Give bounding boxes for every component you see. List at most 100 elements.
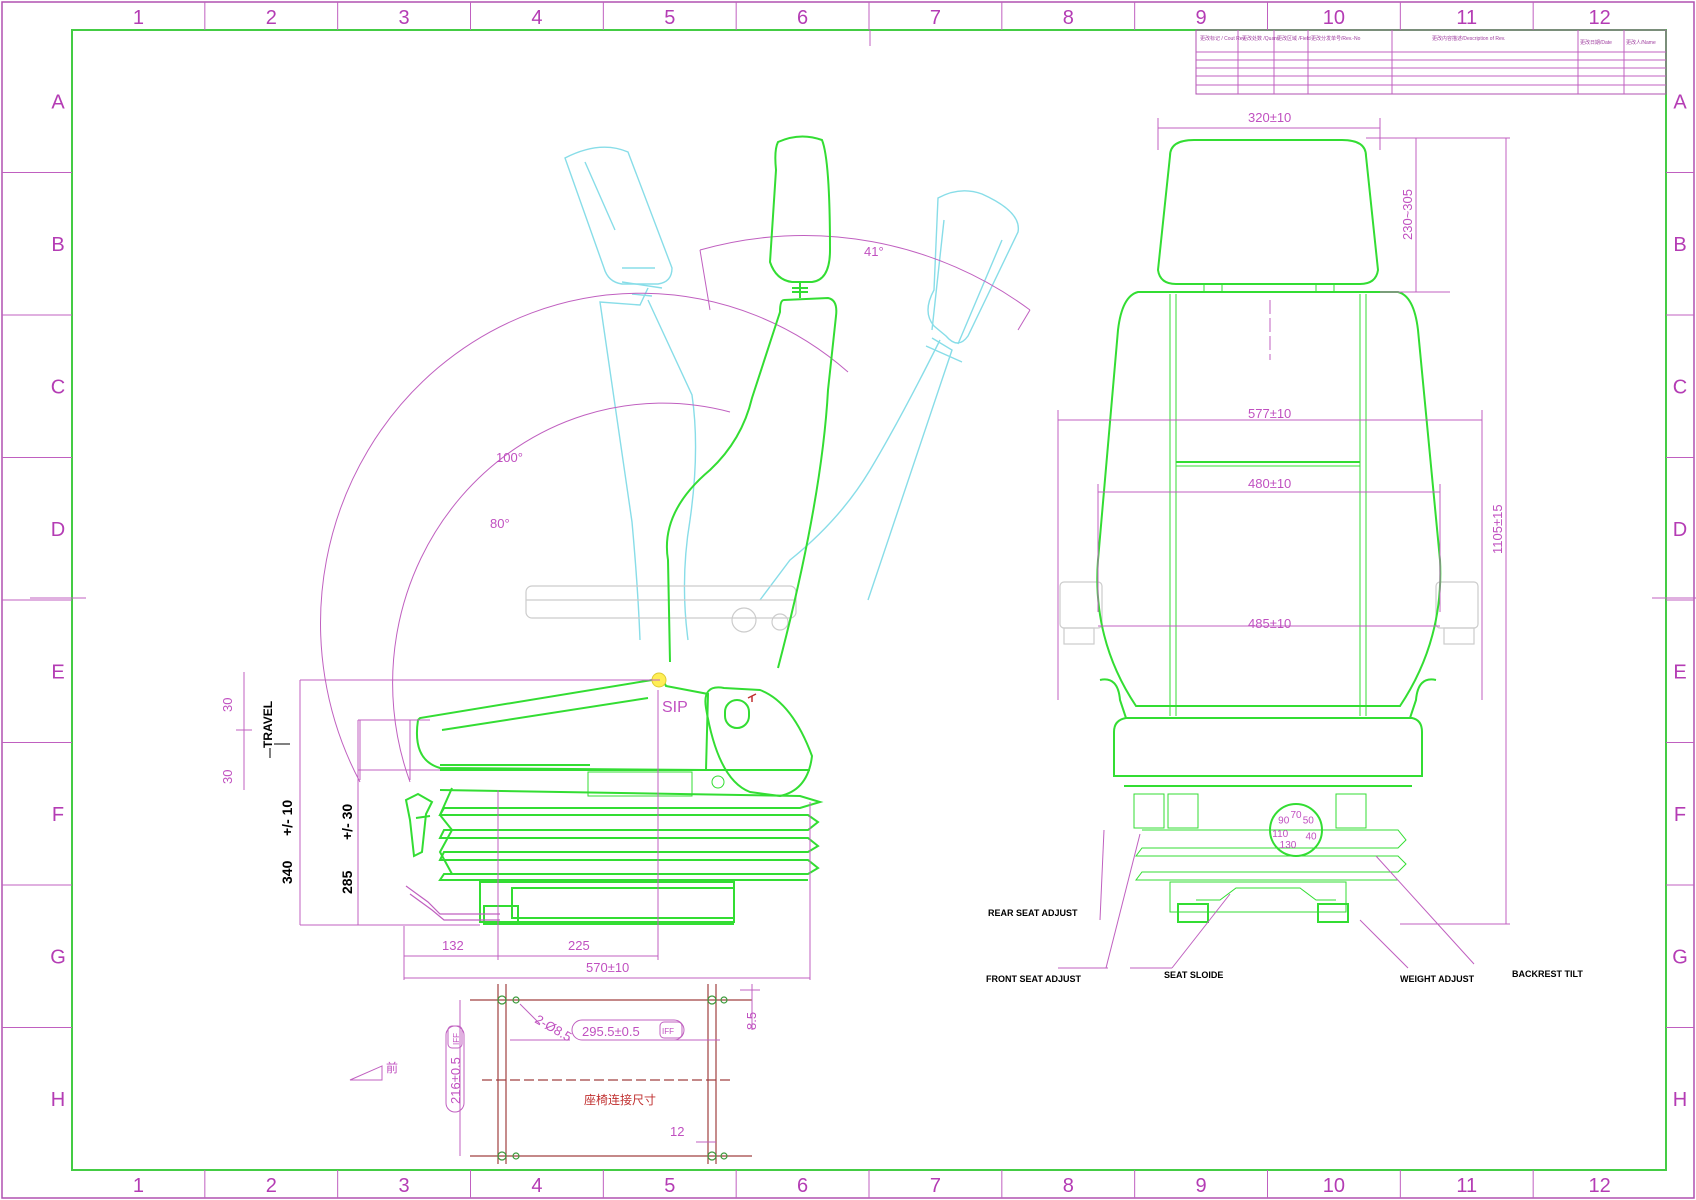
rev-header-7: 更改人/Name <box>1626 39 1656 46</box>
column-label-8: 8 <box>1063 1175 1074 1197</box>
column-label-9: 9 <box>1196 7 1207 29</box>
angle-80-label: 80° <box>490 516 510 531</box>
height-1105-label: 1105±15 <box>1490 504 1505 554</box>
side-view: 41° 100° 80° SIP TRAVEL 30 30 340 +/- 10… <box>220 135 1031 980</box>
offset-12-label: 12 <box>670 1124 684 1139</box>
row-label-F: F <box>52 804 64 826</box>
column-label-6: 6 <box>797 7 808 29</box>
column-label-5: 5 <box>664 7 675 29</box>
mount-depth-label: 216±0.5 <box>448 1057 463 1104</box>
width-485-label: 485±10 <box>1248 616 1291 631</box>
front-headrest <box>1156 139 1380 285</box>
weight-adjust-label: WEIGHT ADJUST <box>1400 974 1475 984</box>
row-label-H: H <box>1673 1089 1687 1111</box>
weight-dial-mark: 90 <box>1278 816 1290 827</box>
sip-label: SIP <box>662 699 688 716</box>
offset-85-label: 8.5 <box>744 1012 759 1030</box>
column-label-10: 10 <box>1323 7 1345 29</box>
front-seat-adjust-label: FRONT SEAT ADJUST <box>986 974 1082 984</box>
front-direction-label: 前 <box>386 1060 398 1075</box>
front-dimensions <box>1057 118 1510 969</box>
rear-seat-adjust-label: REAR SEAT ADJUST <box>988 908 1078 918</box>
recliner-pivot <box>704 686 814 798</box>
slide-rod <box>405 885 500 921</box>
tolerance-30-label: +/- 30 <box>339 804 355 840</box>
row-label-C: C <box>51 376 65 398</box>
column-label-3: 3 <box>399 1175 410 1197</box>
backrest-ghost-front <box>759 190 1020 601</box>
arc-80 <box>392 402 731 783</box>
column-label-4: 4 <box>531 7 542 29</box>
backrest-tilt-label: BACKREST TILT <box>1512 969 1583 979</box>
column-label-4: 4 <box>531 1175 542 1197</box>
front-armrests <box>1059 581 1479 645</box>
row-label-A: A <box>51 91 65 113</box>
column-label-7: 7 <box>930 1175 941 1197</box>
column-label-6: 6 <box>797 1175 808 1197</box>
mount-plan: 2-Ø8.5 295.5±0.5 IFF 216±0.5 IFF 8.5 12 … <box>349 984 760 1164</box>
column-label-1: 1 <box>133 1175 144 1197</box>
rev-header-6: 更改日期/Date <box>1580 39 1612 46</box>
mount-width-flag: IFF <box>662 1027 674 1036</box>
weight-dial-mark: 70 <box>1290 810 1302 821</box>
arc-41 <box>699 235 1031 311</box>
backrest-ghost-rear <box>564 146 697 641</box>
travel-up-label: 30 <box>220 698 235 712</box>
revision-table: 更改标记 / Cout Rev. 更改处数 /Quant. 更改区域 /Fiel… <box>1195 29 1667 95</box>
column-label-2: 2 <box>266 7 277 29</box>
column-label-5: 5 <box>664 1175 675 1197</box>
armrest-ghost <box>525 585 797 633</box>
dim-225-label: 225 <box>568 938 590 953</box>
row-label-E: E <box>1673 661 1686 683</box>
column-label-8: 8 <box>1063 7 1074 29</box>
angle-100-label: 100° <box>496 450 523 465</box>
column-label-1: 1 <box>133 7 144 29</box>
travel-down-label: 30 <box>220 770 235 784</box>
rev-header-1: 更改标记 / Cout Rev. <box>1200 35 1246 42</box>
row-label-D: D <box>1673 519 1687 541</box>
height-340-label: 340 <box>279 860 295 884</box>
front-seat-cushion <box>1113 717 1423 777</box>
row-label-B: B <box>1673 234 1686 256</box>
row-label-F: F <box>1674 804 1686 826</box>
column-label-10: 10 <box>1323 1175 1345 1197</box>
row-label-G: G <box>50 946 66 968</box>
weight-dial-mark: 110 <box>1272 829 1288 840</box>
row-label-G: G <box>1672 946 1688 968</box>
weight-dial <box>1269 803 1323 857</box>
row-label-D: D <box>51 519 65 541</box>
height-285-label: 285 <box>339 870 355 894</box>
column-label-11: 11 <box>1456 7 1477 29</box>
arc-100 <box>320 292 849 783</box>
mount-width-label: 295.5±0.5 <box>582 1024 640 1039</box>
dim-570-label: 570±10 <box>586 960 629 975</box>
backrest-main <box>666 135 838 669</box>
row-label-H: H <box>51 1089 65 1111</box>
column-label-3: 3 <box>399 7 410 29</box>
weight-dial-mark: 50 <box>1303 816 1315 827</box>
row-label-E: E <box>51 661 64 683</box>
width-577-label: 577±10 <box>1248 406 1291 421</box>
column-label-11: 11 <box>1456 1175 1477 1197</box>
seat-slide-label: SEAT SLOIDE <box>1164 970 1223 980</box>
column-label-12: 12 <box>1588 1175 1610 1197</box>
weight-dial-mark: 40 <box>1305 831 1317 842</box>
column-label-2: 2 <box>266 1175 277 1197</box>
mount-caption: 座椅连接尺寸 <box>584 1092 656 1107</box>
rev-header-4: 更改分发单号/Rev.-No <box>1311 35 1361 42</box>
column-label-12: 12 <box>1588 7 1610 29</box>
rev-header-3: 更改区域 /Field <box>1277 35 1311 42</box>
column-label-9: 9 <box>1196 1175 1207 1197</box>
callouts: REAR SEAT ADJUST FRONT SEAT ADJUST SEAT … <box>986 908 1583 984</box>
angle-41-label: 41° <box>864 244 884 259</box>
rev-header-2: 更改处数 /Quant. <box>1242 35 1280 42</box>
width-480-label: 480±10 <box>1248 476 1291 491</box>
rev-header-5: 更改内容描述/Description of Rev. <box>1432 35 1505 42</box>
side-dimensions <box>236 672 811 980</box>
tolerance-10-label: +/- 10 <box>279 800 295 836</box>
column-label-7: 7 <box>930 7 941 29</box>
row-label-B: B <box>51 234 64 256</box>
